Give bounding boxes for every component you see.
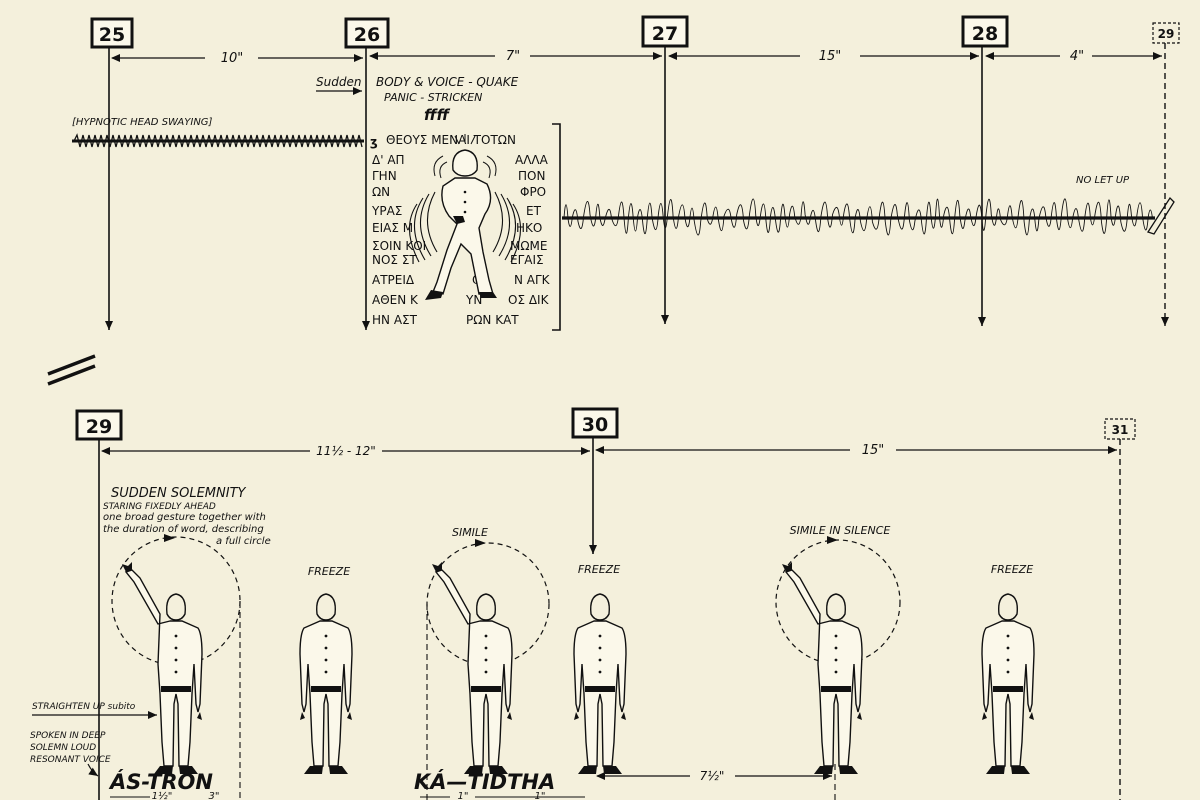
duration-28-29: 4" bbox=[1070, 49, 1084, 64]
figure-freeze-1 bbox=[299, 593, 353, 775]
greek-line-6-right: ΗΚΟ bbox=[516, 221, 542, 235]
katidtha-duration-1: 1" bbox=[458, 791, 469, 800]
freeze-label-2: FREEZE bbox=[578, 563, 620, 576]
figure-raising-3 bbox=[781, 561, 863, 775]
greek-line-5-right: ΕΤ bbox=[526, 204, 542, 218]
greek-line-10-right: ΟΣ ΔΙΚ bbox=[508, 293, 550, 307]
greek-line-8-left: ΝΟΣ ΣΤ bbox=[372, 253, 417, 267]
figure-freeze-3 bbox=[981, 593, 1035, 775]
gesture-line-2: the duration of word, describing bbox=[103, 524, 264, 535]
marker-27: 27 bbox=[641, 15, 689, 48]
duration-25-26: 10" bbox=[221, 51, 244, 66]
spoken-line-3: RESONANT VOICE bbox=[30, 755, 111, 765]
sudden-label: Sudden bbox=[316, 75, 361, 89]
greek-text-block: ʒ ΘΕΟΥΣ ΜΕΝΑΙ ΤΟΤΩΝ Δ' ΑΠ ΑΛΛΑ ΓΗΝ ΠΟΝ Ω… bbox=[370, 123, 561, 331]
dynamic-ffff: ffff bbox=[424, 106, 450, 124]
marker-30: 30 bbox=[571, 407, 619, 439]
greek-line-4-left: ΩΝ bbox=[372, 185, 390, 199]
marker-25-label: 25 bbox=[99, 24, 125, 46]
straighten-up-label: STRAIGHTEN UP subito bbox=[32, 702, 136, 712]
figure-raising-1 bbox=[121, 561, 203, 775]
no-let-up-scribble-band bbox=[562, 196, 1175, 236]
hypnotic-head-swaying-label: [HYPNOTIC HEAD SWAYING] bbox=[72, 117, 213, 128]
greek-line-3-right: ΠΟΝ bbox=[518, 169, 545, 183]
freeze-label-1: FREEZE bbox=[308, 565, 350, 578]
staring-label: STARING FIXEDLY AHEAD bbox=[103, 502, 216, 512]
duration-27-28: 15" bbox=[819, 49, 842, 64]
top-system: 25 26 27 28 29 10" 7 bbox=[72, 15, 1180, 331]
greek-line-11-right: ΡΩΝ ΚΑΤ bbox=[466, 313, 519, 327]
marker-25: 25 bbox=[90, 17, 134, 49]
greek-line-3-left: ΓΗΝ bbox=[372, 169, 397, 183]
duration-26-27: 7" bbox=[506, 49, 520, 64]
greek-block-bracket bbox=[552, 123, 561, 331]
duration-29-30: 11½ - 12" bbox=[316, 444, 376, 458]
body-voice-quake-label: BODY & VOICE - QUAKE bbox=[376, 75, 519, 89]
gesture-line-3: a full circle bbox=[216, 536, 271, 547]
swaying-zigzag-line bbox=[72, 133, 364, 148]
greek-line-6-left: ΕΙΑΣ Μ bbox=[372, 221, 413, 235]
small-durations-bottom: 1½" 3" 1" 1" bbox=[110, 790, 585, 800]
astron-duration-1: 1½" bbox=[152, 790, 173, 800]
simile-label: SIMILE bbox=[452, 526, 488, 539]
panic-stricken-label: PANIC - STRICKEN bbox=[384, 91, 482, 104]
greek-line-11-left: ΗΝ ΑΣΤ bbox=[372, 313, 418, 327]
marker-29: 29 bbox=[75, 409, 123, 441]
katidtha-duration-2: 1" bbox=[535, 791, 546, 800]
duration-row-bottom: 11½ - 12" 15" bbox=[101, 443, 1117, 458]
marker-29-label: 29 bbox=[86, 416, 112, 438]
spoken-line-1: SPOKEN IN DEEP bbox=[30, 731, 106, 741]
greek-line-2-right: ΑΛΛΑ bbox=[515, 153, 549, 167]
spoken-line-2: SOLEMN LOUD bbox=[30, 743, 96, 753]
word-astron: ÁS-TRON bbox=[108, 769, 213, 794]
figure-freeze-2 bbox=[573, 593, 627, 775]
marker-26: 26 bbox=[344, 17, 390, 49]
sudden-solemnity-label: SUDDEN SOLEMNITY bbox=[111, 486, 247, 501]
word-katidtha: KÁ—TIDTHA bbox=[414, 769, 555, 794]
duration-30-31: 15" bbox=[862, 443, 885, 458]
greek-line-10-left: ΑΘΕΝ Κ bbox=[372, 293, 419, 307]
greek-initial-glyph: ʒ bbox=[370, 135, 378, 149]
marker-28-label: 28 bbox=[972, 23, 998, 45]
marker-26-label: 26 bbox=[354, 24, 380, 46]
greek-line-7-right: ΜΩΜΕ bbox=[510, 239, 547, 253]
gesture-line-1: one broad gesture together with bbox=[103, 512, 266, 523]
freeze-label-3: FREEZE bbox=[991, 563, 1033, 576]
knife-end-icon bbox=[1146, 196, 1175, 235]
greek-line-5-left: ΥΡΑΣ bbox=[371, 204, 402, 218]
marker-28: 28 bbox=[961, 15, 1009, 48]
greek-line-8-right: ΕΓΑΙΣ bbox=[510, 253, 544, 267]
simile-in-silence-label: SIMILE IN SILENCE bbox=[790, 524, 891, 537]
marker-29-dashed: 29 bbox=[1152, 22, 1180, 44]
no-let-up-label: NO LET UP bbox=[1076, 175, 1130, 186]
greek-yn: ΥΝ bbox=[465, 293, 482, 307]
marker-31-label: 31 bbox=[1112, 423, 1129, 437]
duration-row-top: 10" 7" 15" 4" bbox=[111, 49, 1162, 66]
system-separator-icon bbox=[47, 354, 96, 386]
figure-raising-2 bbox=[431, 561, 513, 775]
marker-29-top-label: 29 bbox=[1158, 27, 1175, 41]
bottom-system: 29 30 31 11½ - 12" 15" SUDDEN SOLEMNITY … bbox=[30, 407, 1136, 800]
greek-line-2-left: Δ' ΑΠ bbox=[372, 153, 405, 167]
marker-31-dashed: 31 bbox=[1104, 418, 1136, 440]
astron-duration-2: 3" bbox=[209, 791, 220, 800]
greek-line-9-right: Ν ΑΓΚ bbox=[514, 273, 551, 287]
duration-seven-half: 7½" bbox=[700, 769, 725, 783]
greek-line-4-right: ΦΡΟ bbox=[520, 185, 546, 199]
quaking-figure bbox=[408, 134, 522, 300]
greek-line-7-left: ΣΟΙΝ ΚΟΙ bbox=[372, 239, 426, 253]
marker-27-label: 27 bbox=[652, 23, 678, 45]
marker-30-label: 30 bbox=[582, 414, 608, 436]
greek-line-9-left: ΑΤΡΕΙΔ bbox=[372, 273, 415, 287]
greek-line-1: ΘΕΟΥΣ ΜΕΝΑΙ ΤΟΤΩΝ bbox=[386, 133, 516, 147]
